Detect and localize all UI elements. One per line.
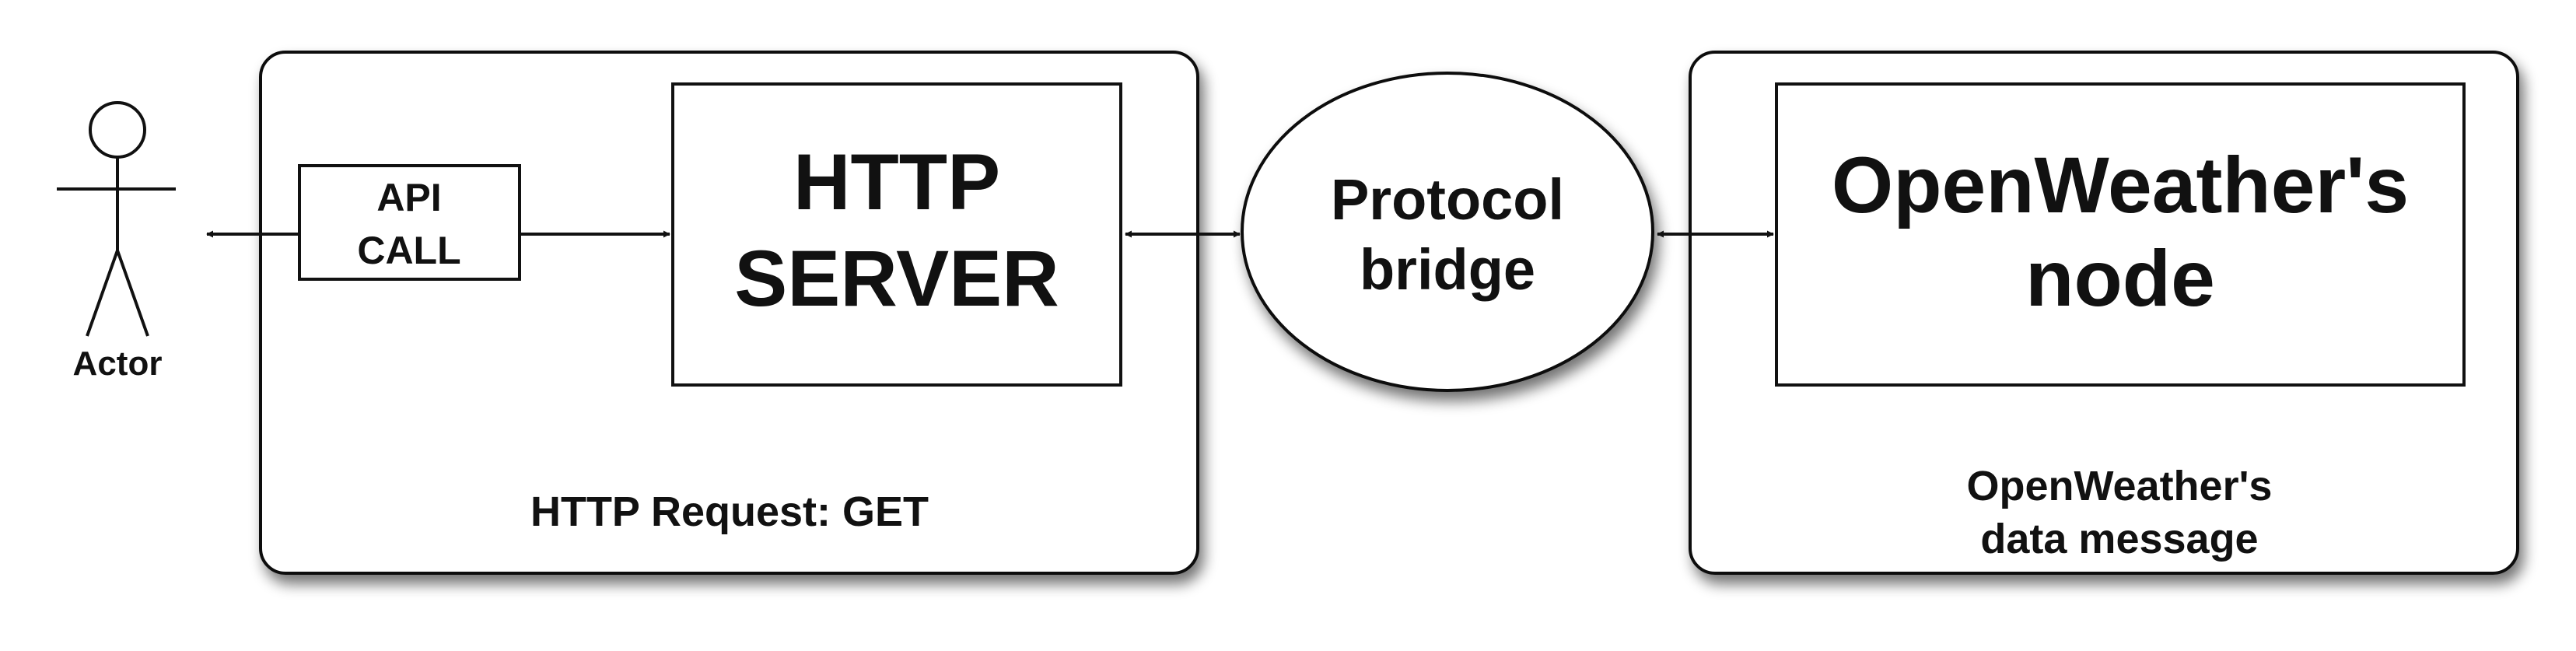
openweather-node-box: OpenWeather's node	[1775, 82, 2466, 387]
openweather-container-caption-line1: OpenWeather's	[1967, 463, 2273, 509]
api-call-box: API CALL	[298, 164, 521, 281]
http-container-caption: HTTP Request: GET	[530, 488, 929, 535]
actor: Actor	[57, 101, 176, 383]
api-call-label-line1: API	[376, 176, 441, 219]
protocol-bridge-label-line1: Protocol	[1331, 167, 1564, 232]
protocol-bridge-label-line2: bridge	[1360, 237, 1535, 302]
actor-label: Actor	[73, 345, 163, 383]
protocol-bridge-node: Protocol bridge	[1241, 72, 1654, 392]
http-server-label-line1: HTTP	[793, 138, 1000, 226]
http-server-label-line2: SERVER	[734, 234, 1059, 323]
openweather-node-label-line1: OpenWeather's	[1832, 141, 2409, 229]
openweather-node-label-line2: node	[2025, 234, 2215, 323]
openweather-container-caption-line2: data message	[1980, 516, 2258, 562]
api-call-label-line2: CALL	[357, 229, 460, 272]
actor-figure-icon	[57, 101, 176, 337]
http-server-box: HTTP SERVER	[671, 82, 1122, 387]
